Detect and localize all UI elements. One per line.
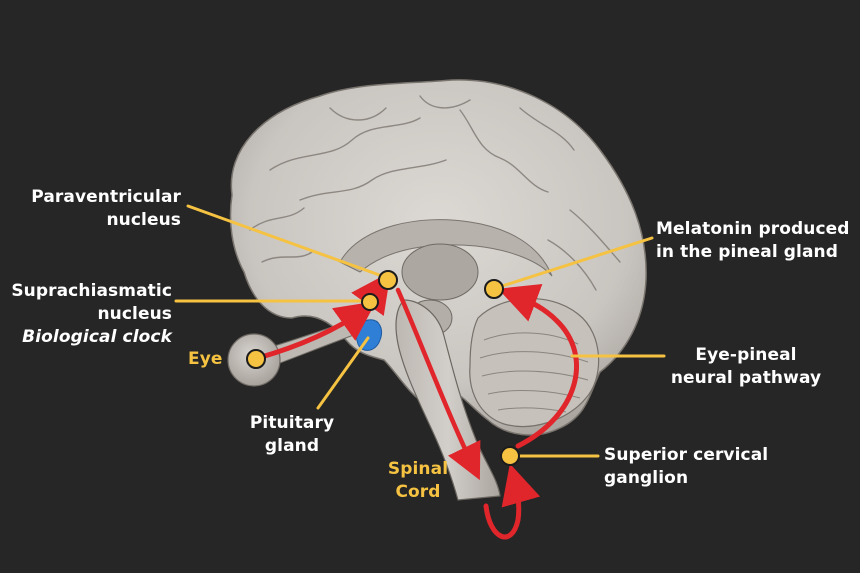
marker-pineal (484, 279, 504, 299)
label-eye: Eye (188, 348, 223, 371)
superior-cervical-line1: Superior cervical (604, 445, 769, 465)
label-pituitary: Pituitary gland (232, 412, 352, 458)
pituitary-line1: Pituitary (249, 413, 335, 433)
superior-cervical-line2: ganglion (604, 468, 689, 488)
paraventricular-line2: nucleus (106, 210, 181, 230)
leader-melatonin (494, 236, 654, 290)
melatonin-line1: Melatonin produced (656, 219, 850, 239)
arrow-spinal-to-ganglion (483, 463, 541, 540)
biological-clock-label: Biological clock (22, 327, 172, 347)
leader-paraventricular (186, 204, 384, 278)
arrow-pvn-down-spinal-cord (395, 287, 481, 481)
marker-suprachiasmatic (361, 293, 379, 311)
label-suprachiasmatic: Suprachiasmatic nucleus Biological clock (11, 280, 172, 349)
thalamus (401, 243, 479, 301)
eye-pineal-line2: neural pathway (670, 368, 822, 388)
melatonin-line2: in the pineal gland (656, 242, 839, 262)
marker-eye (246, 349, 266, 369)
spinal-cord-line1: Spinal (387, 459, 449, 479)
label-eye-pineal: Eye-pineal neural pathway (654, 344, 838, 390)
brain-sulci (249, 95, 621, 291)
arrow-ganglion-to-pineal (497, 284, 580, 449)
label-melatonin: Melatonin produced in the pineal gland (656, 218, 850, 264)
arrow-eye-to-scn (255, 301, 377, 361)
label-spinal-cord: Spinal Cord (378, 458, 458, 504)
marker-superior-cervical (500, 446, 520, 466)
pituitary-line2: gland (264, 436, 320, 456)
label-paraventricular: Paraventricular nucleus (31, 186, 181, 232)
label-superior-cervical: Superior cervical ganglion (604, 444, 768, 490)
markers (246, 270, 520, 466)
suprachiasmatic-line1: Suprachiasmatic (11, 281, 172, 301)
leader-pituitary (316, 336, 370, 410)
leader-lines (174, 204, 666, 458)
eye-pineal-line1: Eye-pineal (695, 345, 797, 365)
eye-text: Eye (188, 349, 223, 369)
paraventricular-line1: Paraventricular (31, 187, 181, 207)
marker-paraventricular (378, 270, 398, 290)
spinal-cord-line2: Cord (395, 482, 441, 502)
suprachiasmatic-line2: nucleus (97, 304, 172, 324)
